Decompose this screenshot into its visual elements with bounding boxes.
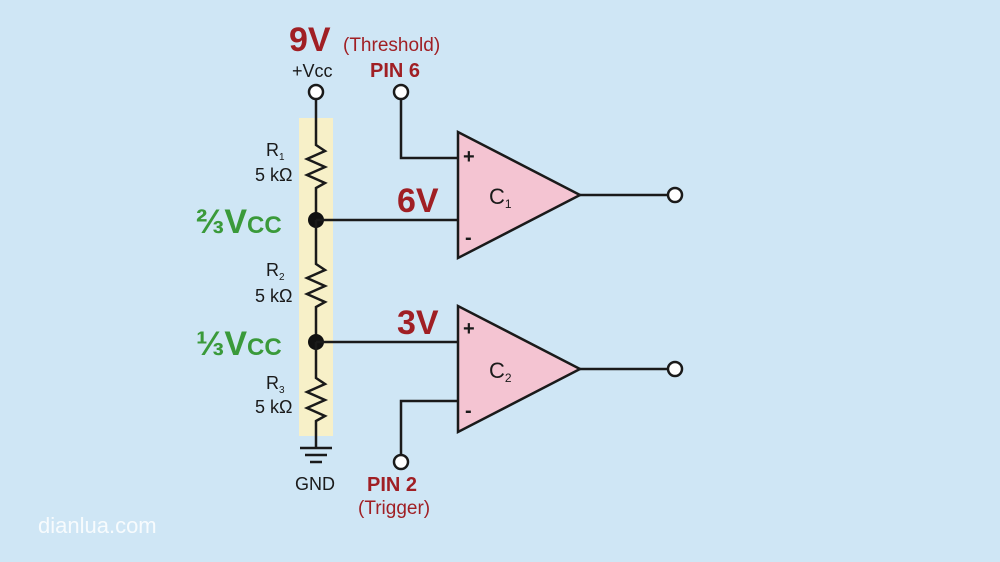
supply-voltage: 9V: [289, 21, 331, 59]
pin6-label: PIN 6: [370, 60, 420, 82]
comparator-c2-body: [456, 303, 583, 435]
r1-name: R1: [266, 140, 285, 163]
vcc-label: +Vcc: [292, 61, 333, 81]
c1-plus-sign: +: [463, 146, 475, 168]
r3-value: 5 kΩ: [255, 397, 292, 417]
ground-icon: [300, 446, 332, 464]
vcc-terminal: [307, 83, 325, 101]
pin2-terminal: [392, 453, 410, 471]
pin2-label: PIN 2: [367, 474, 417, 496]
c2-output-terminal: [666, 360, 684, 378]
wire-pin6-c1-plus: [399, 99, 458, 160]
c1-output-terminal: [666, 186, 684, 204]
resistor-r1: [303, 138, 329, 196]
c2-minus-sign: -: [465, 400, 472, 422]
two-thirds-vcc-label: ⅔VCC: [196, 203, 282, 241]
r2-name: R2: [266, 260, 285, 283]
r2-value: 5 kΩ: [255, 286, 292, 306]
c2-plus-voltage: 3V: [397, 304, 439, 342]
c1-minus-voltage: 6V: [397, 182, 439, 220]
c1-minus-sign: -: [465, 227, 472, 249]
threshold-note: (Threshold): [343, 35, 440, 56]
c2-plus-sign: +: [463, 318, 475, 340]
one-third-vcc-label: ⅓VCC: [196, 325, 282, 363]
trigger-note: (Trigger): [358, 498, 430, 519]
resistor-r2: [303, 258, 329, 314]
r1-value: 5 kΩ: [255, 165, 292, 185]
watermark: dianlua.com: [38, 513, 157, 538]
pin6-terminal: [392, 83, 410, 101]
wire-pin2-c2-minus: [399, 399, 458, 455]
comparator-c1-body: [456, 129, 583, 261]
c2-label: C2: [489, 358, 512, 385]
resistor-r3: [303, 372, 329, 428]
r3-name: R3: [266, 373, 285, 396]
c1-label: C1: [489, 184, 512, 211]
gnd-label: GND: [295, 474, 335, 494]
